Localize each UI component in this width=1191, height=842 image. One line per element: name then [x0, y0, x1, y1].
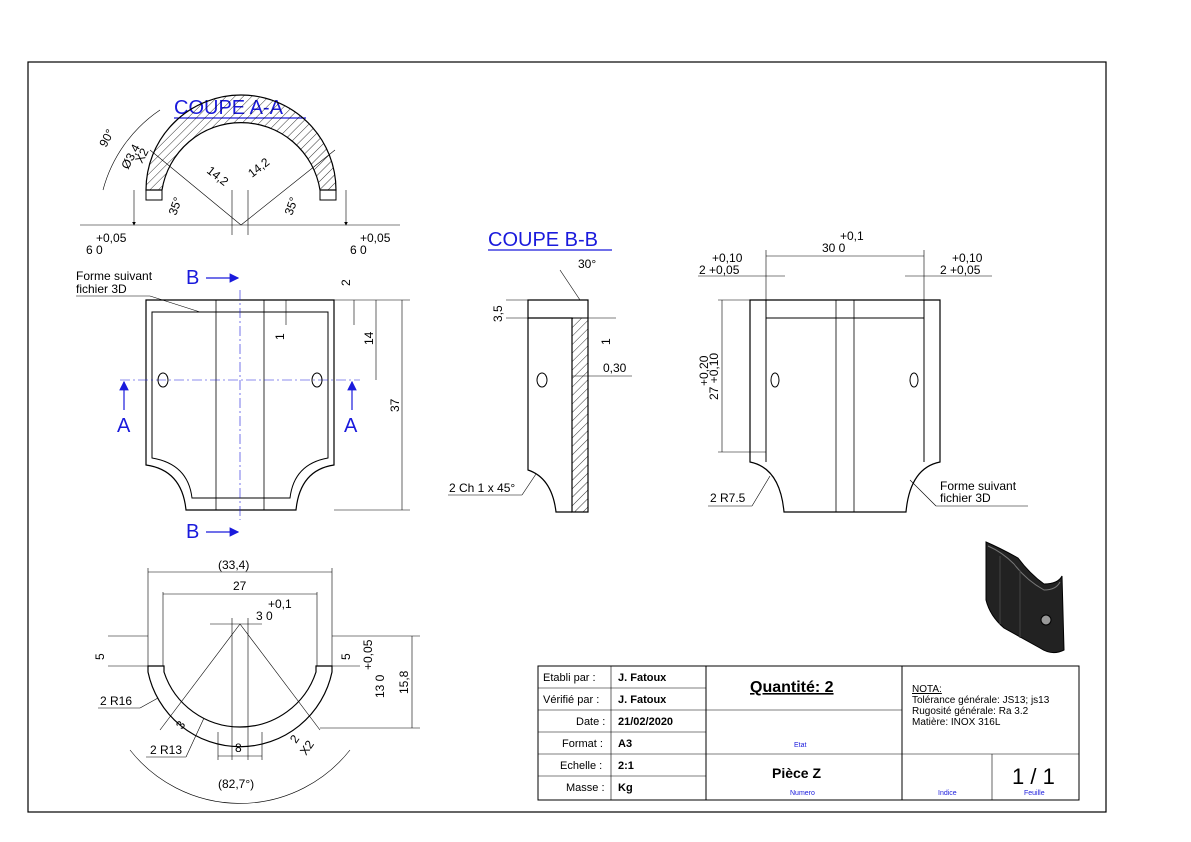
section-mark-a-left: A	[117, 415, 131, 437]
tb-piece: Pièce Z	[772, 765, 821, 781]
section-mark-b-bottom: B	[186, 521, 199, 543]
tb-etabli-value: J. Fatoux	[618, 672, 667, 684]
dim-front-1: 1	[273, 333, 287, 340]
tb-masse-value: Kg	[618, 782, 633, 794]
tb-format-value: A3	[618, 738, 632, 750]
tb-nota-title: NOTA:	[912, 684, 942, 695]
dim-b-1: 1	[599, 338, 613, 345]
dim-bot-827: (82,7°)	[218, 777, 254, 791]
dim-r-tol1: +0,1	[840, 229, 864, 243]
dim-bot-5l: 5	[93, 653, 107, 660]
dim-a-ang-l: 35°	[166, 195, 185, 217]
dim-bot-r13: 2 R13	[150, 743, 182, 757]
dim-r-v-tol: +0,20	[697, 355, 711, 386]
section-mark-a-right: A	[344, 415, 358, 437]
sheet-border	[27, 61, 1107, 813]
view-right: +0,1 30 0 +0,10 2 +0,05 +0,10 2 +0,05 +0…	[697, 229, 1028, 513]
tb-indice: Indice	[938, 790, 957, 797]
dim-bot-13: 13 0	[373, 674, 387, 698]
dim-b-030: 0,30	[603, 361, 627, 375]
tb-date-value: 21/02/2020	[618, 716, 673, 728]
dim-r-tol-left: +0,10	[712, 251, 743, 265]
tb-quantite: Quantité: 2	[750, 679, 834, 696]
tb-echelle-value: 2:1	[618, 760, 634, 772]
tb-format-label: Format :	[562, 738, 603, 750]
dim-front-2: 2	[339, 279, 353, 286]
tb-etat: Etat	[794, 742, 807, 749]
title-block: Etabli par : J. Fatoux Vérifié par : J. …	[537, 665, 1080, 801]
tb-verifie-label: Vérifié par :	[543, 694, 599, 706]
dim-a-six-left: 6 0	[86, 243, 103, 257]
dim-bot-tol: +0,1	[268, 597, 292, 611]
dim-r-r75: 2 R7.5	[710, 491, 746, 505]
dim-front-37: 37	[388, 398, 402, 412]
view-bottom: (33,4) 27 +0,1 3 0 5 5 +0,05 13 0 15,8 2…	[93, 558, 420, 804]
tb-numero: Numero	[790, 790, 815, 797]
dim-r-2-right: 2 +0,05	[940, 263, 981, 277]
dim-bot-r16: 2 R16	[100, 694, 132, 708]
dim-bot-27: 27	[233, 579, 247, 593]
tb-etabli-label: Etabli par :	[543, 672, 596, 684]
dim-bot-3: 3 0	[256, 609, 273, 623]
dim-r-tol-right: +0,10	[952, 251, 983, 265]
dim-bot-334: (33,4)	[218, 558, 249, 572]
tb-nota-3: Matière: INOX 316L	[912, 717, 1001, 728]
preview-3d-image	[985, 541, 1065, 654]
dim-bot-8: 8	[235, 741, 242, 755]
dim-a-angle: 90°	[96, 127, 117, 150]
dim-a-r2: 14,2	[245, 155, 272, 181]
tb-date-label: Date :	[576, 716, 605, 728]
dim-b-30deg: 30°	[578, 257, 596, 271]
section-title-b: COUPE B-B	[488, 229, 598, 251]
tb-echelle-label: Echelle :	[560, 760, 602, 772]
dim-bot-158: 15,8	[397, 670, 411, 694]
tb-nota-1: Tolérance générale: JS13; js13	[912, 695, 1050, 706]
note-forme-right: Forme suivant	[940, 479, 1017, 493]
dim-a-x2: X2	[132, 146, 151, 166]
dim-a-tol-left: +0,05	[96, 231, 127, 245]
dim-b-35: 3,5	[491, 305, 505, 322]
tb-verifie-value: J. Fatoux	[618, 694, 667, 706]
note-forme-left: Forme suivant	[76, 269, 153, 283]
dim-r-v-27: 27 +0,10	[707, 353, 721, 400]
section-mark-b-top: B	[186, 267, 199, 289]
dim-a-six-right: 6 0	[350, 243, 367, 257]
note-fichier-left: fichier 3D	[76, 282, 127, 296]
dim-front-14: 14	[362, 331, 376, 345]
dim-a-ang-r: 35°	[282, 195, 301, 217]
dim-r-2-left: 2 +0,05	[699, 263, 740, 277]
dim-bot-5r: 5	[339, 653, 353, 660]
dim-b-chamfer: 2 Ch 1 x 45°	[449, 481, 515, 495]
dim-a-r1: 14,2	[204, 163, 231, 189]
tb-feuille: Feuille	[1024, 790, 1045, 797]
view-coupe-b: COUPE B-B 30° 3,5 1 0,30 2 Ch 1 x 45°	[448, 229, 632, 513]
tb-sheet: 1 / 1	[1012, 764, 1055, 789]
view-front: B B A A Forme suivant fichier 3D 2 1 14 …	[76, 267, 410, 543]
dim-r-30: 30 0	[822, 241, 846, 255]
tb-nota-2: Rugosité générale: Ra 3.2	[912, 706, 1029, 717]
dim-a-tol-right: +0,05	[360, 231, 391, 245]
tb-masse-label: Masse :	[566, 782, 605, 794]
dim-bot-tol005: +0,05	[361, 639, 375, 670]
view-coupe-a: COUPE A-A 90° Ø3,4 X2 14,2 14,2 35° 35° …	[80, 94, 400, 257]
note-fichier-right: fichier 3D	[940, 491, 991, 505]
